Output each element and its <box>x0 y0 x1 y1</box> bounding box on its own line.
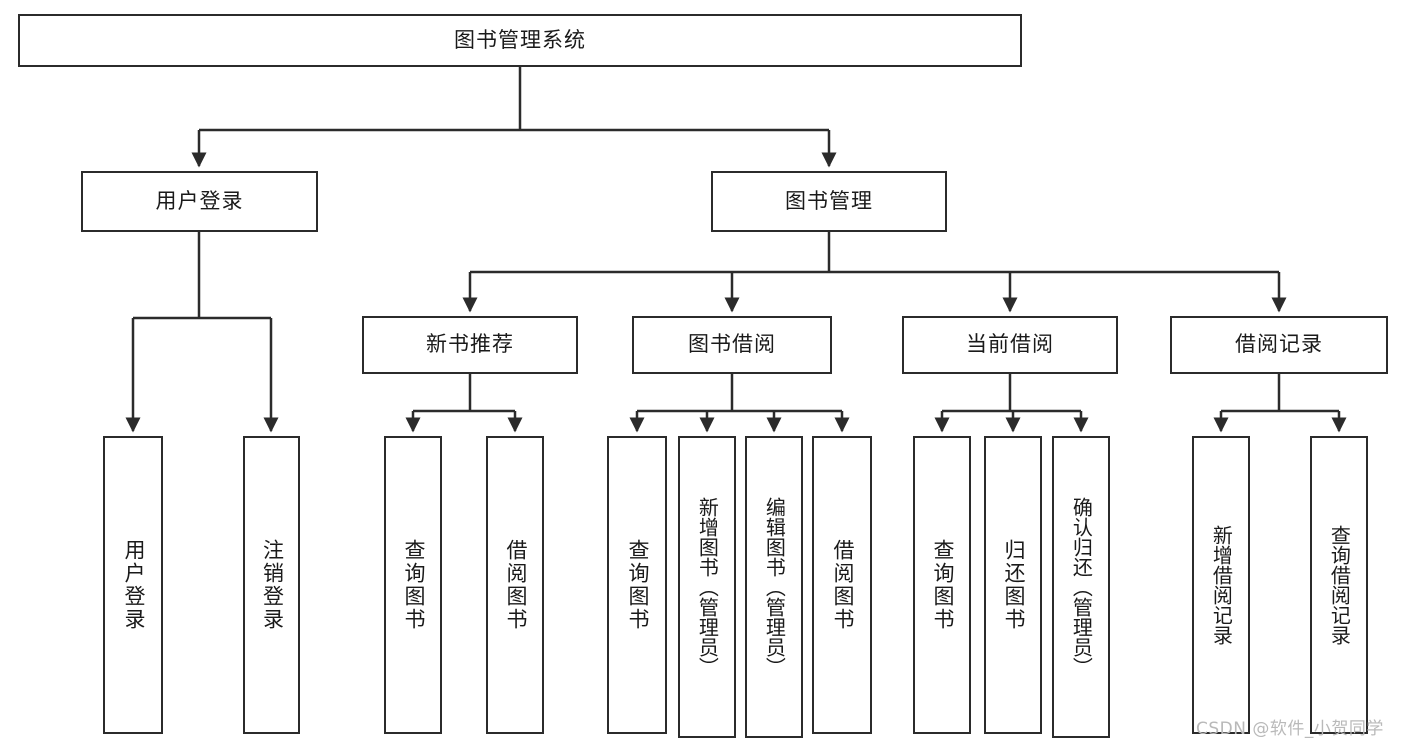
leaf-node[interactable]: 查询借阅记录 <box>1310 436 1368 734</box>
node-user-login-label: 用户登录 <box>155 188 244 213</box>
node-user-login[interactable]: 用户登录 <box>81 171 318 232</box>
node-book-management[interactable]: 图书管理 <box>711 171 947 232</box>
leaf-label: 注销登录 <box>260 539 285 631</box>
node-borrow-record-label: 借阅记录 <box>1235 332 1323 357</box>
leaf-node[interactable]: 编辑图书（管理员） <box>745 436 803 738</box>
leaf-label: 查询借阅记录 <box>1327 525 1352 645</box>
leaf-node[interactable]: 查询图书 <box>384 436 442 734</box>
leaf-node[interactable]: 借阅图书 <box>486 436 544 734</box>
node-new-book-recommend[interactable]: 新书推荐 <box>362 316 578 374</box>
node-book-borrow[interactable]: 图书借阅 <box>632 316 832 374</box>
node-book-management-label: 图书管理 <box>785 188 873 213</box>
node-book-borrow-label: 图书借阅 <box>688 332 776 357</box>
leaf-label: 归还图书 <box>1001 539 1026 631</box>
leaf-label: 新增借阅记录 <box>1209 525 1234 645</box>
leaf-label: 查询图书 <box>930 539 955 631</box>
leaf-label: 确认归还（管理员） <box>1069 497 1094 677</box>
leaf-label: 查询图书 <box>625 539 650 631</box>
leaf-label: 用户登录 <box>121 539 146 631</box>
leaf-node[interactable]: 借阅图书 <box>812 436 872 734</box>
leaf-label: 借阅图书 <box>830 539 855 631</box>
leaf-node[interactable]: 用户登录 <box>103 436 163 734</box>
leaf-label: 查询图书 <box>401 539 426 631</box>
node-new-book-recommend-label: 新书推荐 <box>426 332 514 357</box>
node-root-label: 图书管理系统 <box>454 27 586 52</box>
node-root[interactable]: 图书管理系统 <box>18 14 1022 67</box>
leaf-node[interactable]: 查询图书 <box>913 436 971 734</box>
leaf-node[interactable]: 查询图书 <box>607 436 667 734</box>
leaf-label: 新增图书（管理员） <box>695 497 720 677</box>
node-current-borrow-label: 当前借阅 <box>966 332 1054 357</box>
node-current-borrow[interactable]: 当前借阅 <box>902 316 1118 374</box>
leaf-label: 编辑图书（管理员） <box>762 497 787 677</box>
leaf-node[interactable]: 新增图书（管理员） <box>678 436 736 738</box>
leaf-node[interactable]: 注销登录 <box>243 436 300 734</box>
node-borrow-record[interactable]: 借阅记录 <box>1170 316 1388 374</box>
leaf-node[interactable]: 新增借阅记录 <box>1192 436 1250 734</box>
csdn-watermark: CSDN @软件_小贺同学 <box>1196 719 1384 739</box>
leaf-node[interactable]: 归还图书 <box>984 436 1042 734</box>
leaf-label: 借阅图书 <box>503 539 528 631</box>
leaf-node[interactable]: 确认归还（管理员） <box>1052 436 1110 738</box>
